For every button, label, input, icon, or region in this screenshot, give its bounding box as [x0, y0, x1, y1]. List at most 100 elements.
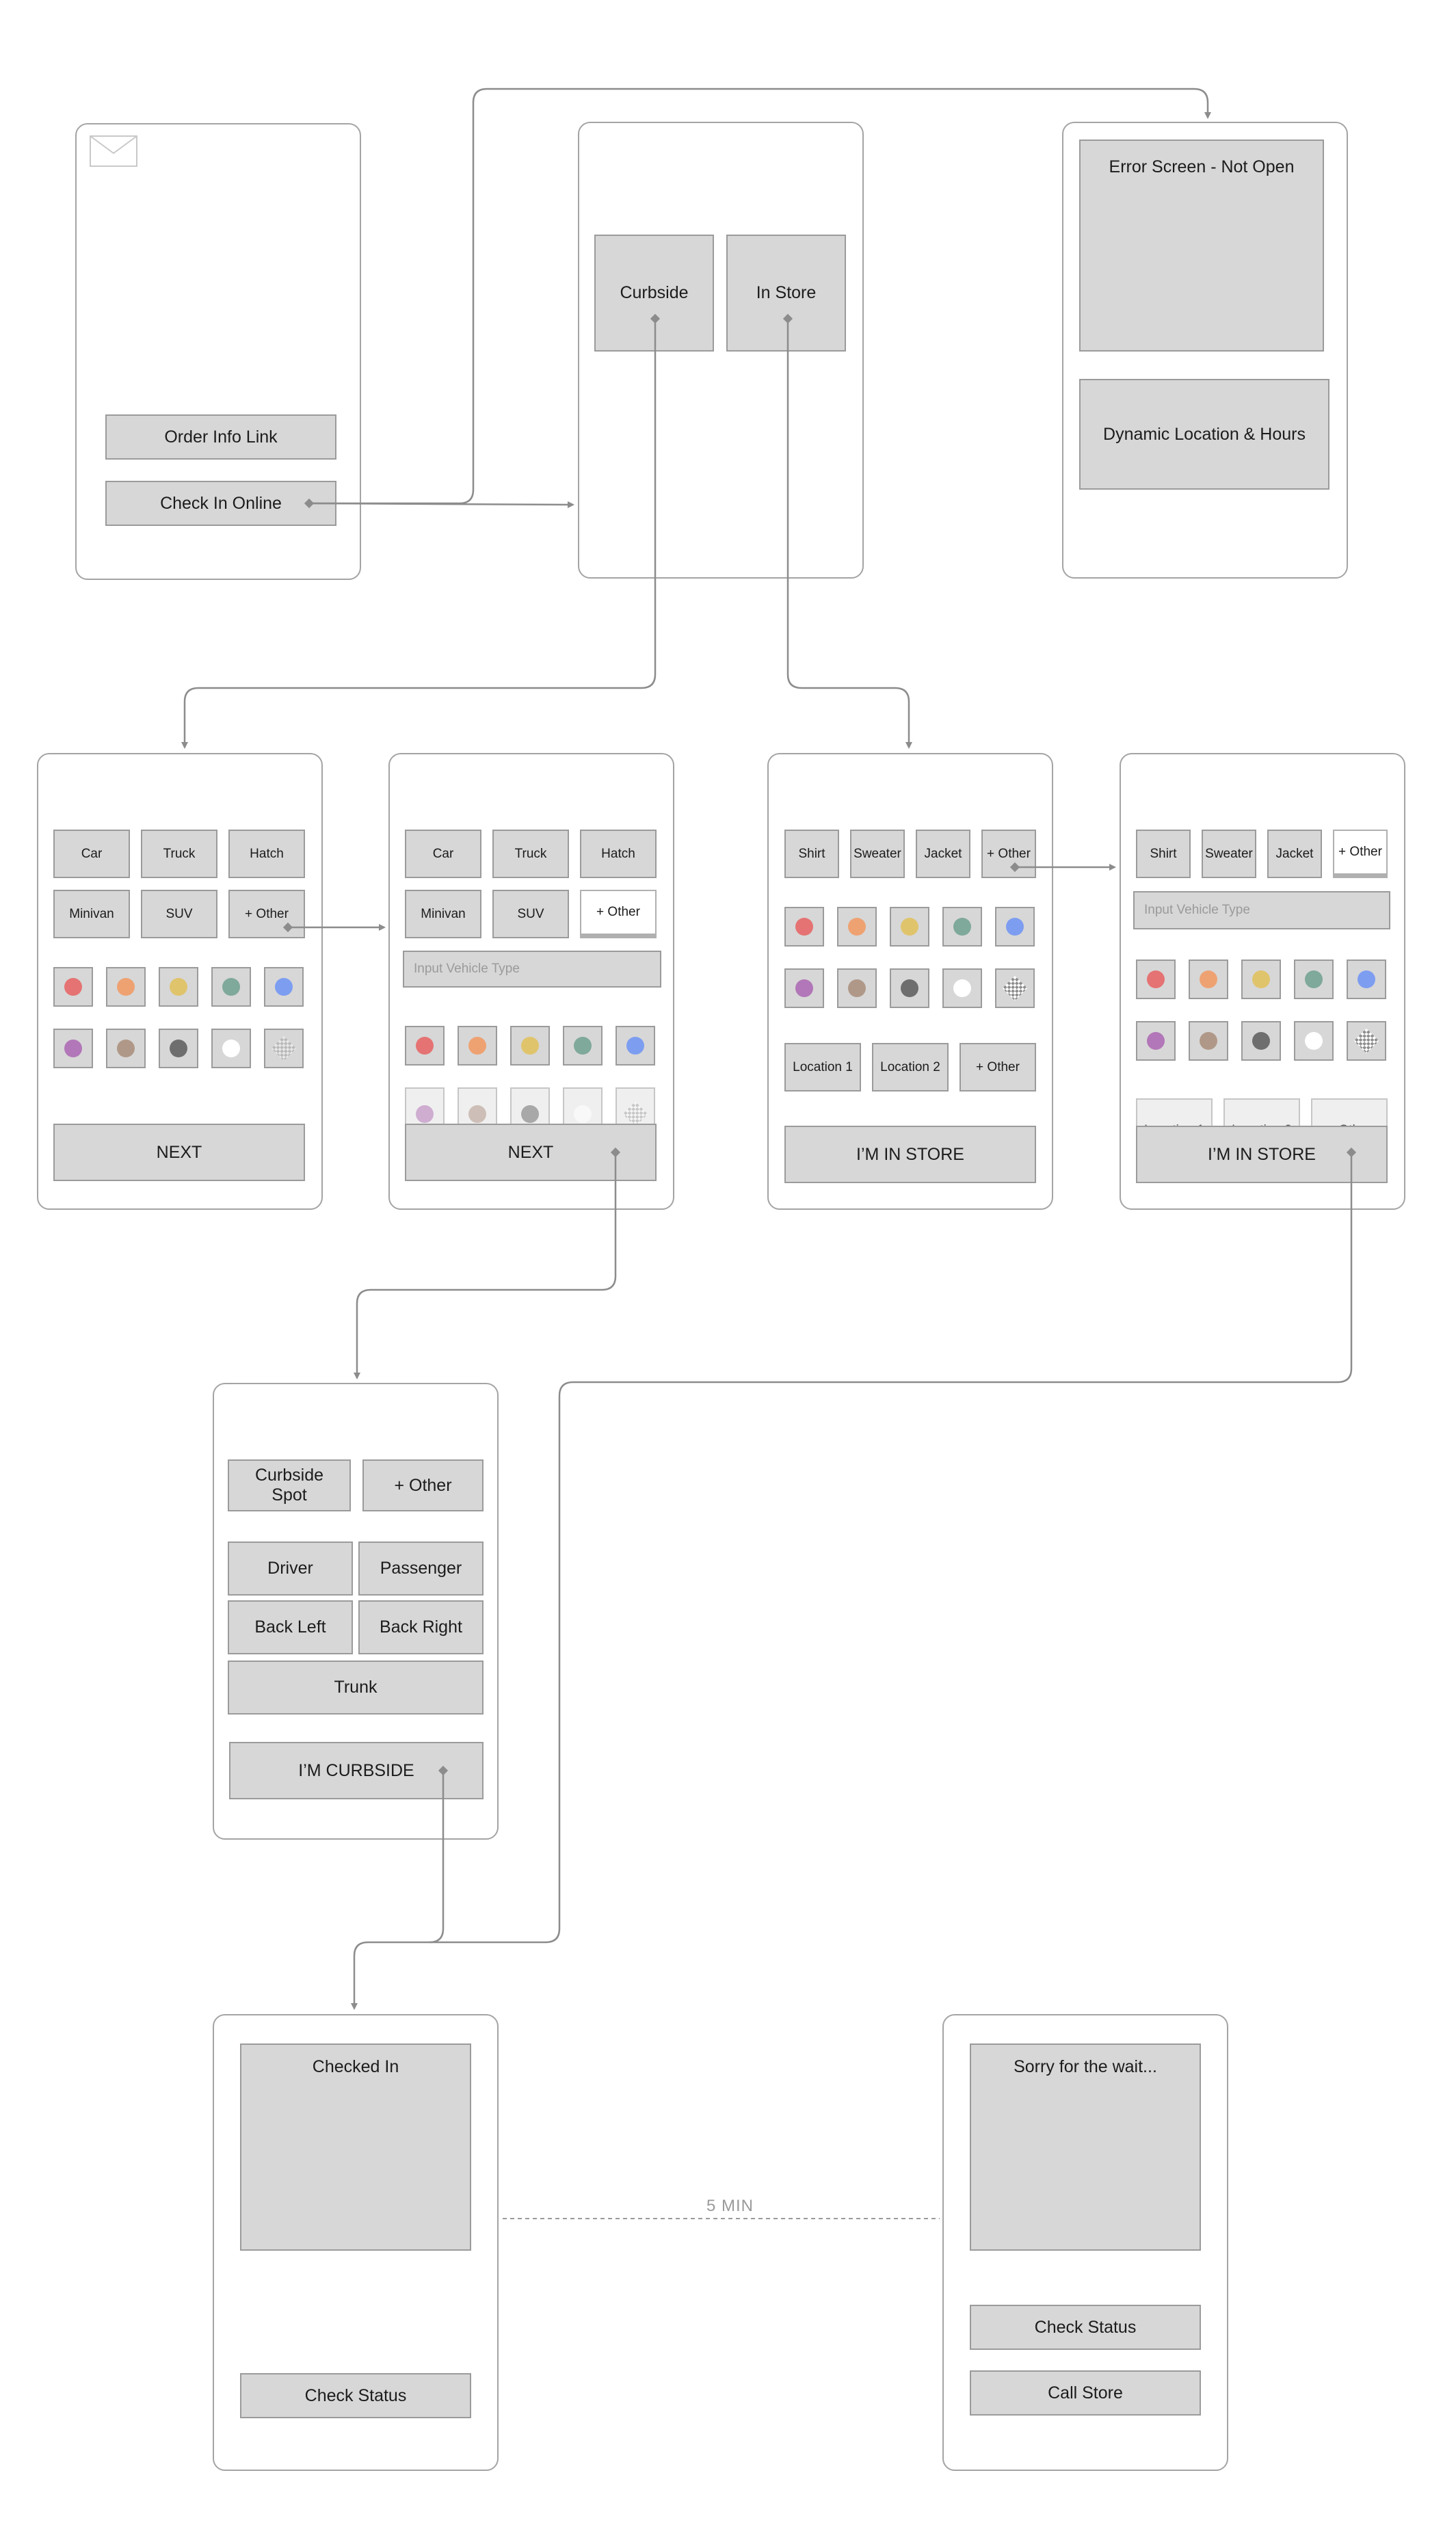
location-other-button[interactable]: + Other [959, 1043, 1036, 1091]
color-dot-blue [1006, 918, 1024, 936]
vehicle-minivan-button[interactable]: Minivan [405, 890, 481, 938]
color-swatch-yellow[interactable] [1241, 960, 1281, 999]
curbside-other-button[interactable]: + Other [362, 1459, 484, 1511]
color-swatch-purple[interactable] [53, 1029, 93, 1068]
vehicle-car-button[interactable]: Car [53, 830, 130, 878]
color-swatch-red[interactable] [53, 967, 93, 1007]
color-swatch-orange[interactable] [1189, 960, 1228, 999]
item-other-button[interactable]: + Other [981, 830, 1036, 878]
color-swatch-purple[interactable] [784, 968, 824, 1008]
order-info-link-button[interactable]: Order Info Link [105, 414, 336, 460]
im-curbside-button[interactable]: I’M CURBSIDE [229, 1742, 484, 1799]
color-swatch-teal[interactable] [942, 907, 982, 947]
item-jacket-button[interactable]: Jacket [1267, 830, 1322, 878]
item-shirt-button[interactable]: Shirt [1136, 830, 1191, 878]
im-in-store-button[interactable]: I’M IN STORE [1136, 1126, 1388, 1183]
vehicle-truck-button[interactable]: Truck [141, 830, 217, 878]
connector-curbside-to-vehicle [181, 319, 657, 749]
item-shirt-button[interactable]: Shirt [784, 830, 839, 878]
vehicle-car-button[interactable]: Car [405, 830, 481, 878]
vehicle-truck-button[interactable]: Truck [492, 830, 569, 878]
back-left-button[interactable]: Back Left [228, 1600, 353, 1654]
trunk-button[interactable]: Trunk [228, 1661, 484, 1715]
color-swatch-red[interactable] [784, 907, 824, 947]
color-dot-purple [795, 979, 813, 997]
color-swatch-pattern[interactable] [616, 1087, 655, 1127]
vehicle-suv-button[interactable]: SUV [141, 890, 217, 938]
color-dot-white [1305, 1032, 1323, 1050]
color-dot-red [416, 1037, 434, 1055]
passenger-button[interactable]: Passenger [358, 1542, 484, 1596]
color-dot-red [795, 918, 813, 936]
color-swatch-gray[interactable] [159, 1029, 198, 1068]
color-dot-yellow [170, 978, 187, 996]
color-swatch-blue[interactable] [264, 967, 304, 1007]
color-swatch-blue[interactable] [995, 907, 1035, 947]
location-1-button[interactable]: Location 1 [784, 1043, 861, 1091]
item-jacket-button[interactable]: Jacket [916, 830, 970, 878]
vehicle-other-button[interactable]: + Other [228, 890, 305, 938]
curbside-button[interactable]: Curbside [594, 235, 714, 352]
color-swatch-pattern[interactable] [1347, 1021, 1386, 1061]
vehicle-suv-button[interactable]: SUV [492, 890, 569, 938]
color-swatch-purple[interactable] [1136, 1021, 1176, 1061]
color-swatch-white[interactable] [1294, 1021, 1334, 1061]
color-dot-purple [64, 1040, 82, 1057]
color-dot-purple [1147, 1032, 1165, 1050]
check-status-button[interactable]: Check Status [240, 2373, 471, 2418]
color-dot-tan [117, 1040, 135, 1057]
color-swatch-red[interactable] [405, 1026, 445, 1066]
back-right-button[interactable]: Back Right [358, 1600, 484, 1654]
color-swatch-yellow[interactable] [890, 907, 929, 947]
color-swatch-pattern[interactable] [264, 1029, 304, 1068]
location-2-button[interactable]: Location 2 [872, 1043, 949, 1091]
color-dot-orange [848, 918, 866, 936]
checked-in-panel: Checked In [240, 2043, 471, 2251]
color-swatch-gray[interactable] [1241, 1021, 1281, 1061]
connector-instore-to-instore [786, 319, 912, 749]
next-button[interactable]: NEXT [53, 1124, 305, 1181]
item-sweater-button[interactable]: Sweater [850, 830, 905, 878]
color-swatch-white[interactable] [211, 1029, 251, 1068]
color-swatch-orange[interactable] [106, 967, 146, 1007]
color-swatch-orange[interactable] [458, 1026, 497, 1066]
color-swatch-gray[interactable] [890, 968, 929, 1008]
color-swatch-tan[interactable] [1189, 1021, 1228, 1061]
color-swatch-red[interactable] [1136, 960, 1176, 999]
vehicle-type-input[interactable]: Input Vehicle Type [403, 951, 661, 988]
in-store-button[interactable]: In Store [726, 235, 846, 352]
call-store-button[interactable]: Call Store [970, 2370, 1201, 2416]
color-swatch-yellow[interactable] [159, 967, 198, 1007]
color-swatch-blue[interactable] [616, 1026, 655, 1066]
im-in-store-button[interactable]: I’M IN STORE [784, 1126, 1036, 1183]
color-swatch-white[interactable] [563, 1087, 603, 1127]
color-swatch-blue[interactable] [1347, 960, 1386, 999]
color-dot-tan [1200, 1032, 1217, 1050]
vehicle-type-input[interactable]: Input Vehicle Type [1133, 891, 1390, 929]
curbside-spot-button[interactable]: Curbside Spot [228, 1459, 351, 1511]
color-swatch-teal[interactable] [1294, 960, 1334, 999]
color-swatch-white[interactable] [942, 968, 982, 1008]
color-swatch-gray[interactable] [510, 1087, 550, 1127]
color-dot-teal [222, 978, 240, 996]
item-sweater-button[interactable]: Sweater [1202, 830, 1256, 878]
vehicle-minivan-button[interactable]: Minivan [53, 890, 130, 938]
vehicle-hatch-button[interactable]: Hatch [228, 830, 305, 878]
check-status-button[interactable]: Check Status [970, 2305, 1201, 2350]
color-swatch-teal[interactable] [211, 967, 251, 1007]
color-swatch-yellow[interactable] [510, 1026, 550, 1066]
color-swatch-tan[interactable] [458, 1087, 497, 1127]
check-in-online-button[interactable]: Check In Online [105, 481, 336, 526]
color-dot-orange [468, 1037, 486, 1055]
color-swatch-pattern[interactable] [995, 968, 1035, 1008]
color-swatch-tan[interactable] [837, 968, 877, 1008]
color-swatch-orange[interactable] [837, 907, 877, 947]
vehicle-hatch-button[interactable]: Hatch [580, 830, 657, 878]
item-other-button-selected[interactable]: + Other [1333, 830, 1388, 878]
color-dot-red [1147, 970, 1165, 988]
driver-button[interactable]: Driver [228, 1542, 353, 1596]
color-swatch-teal[interactable] [563, 1026, 603, 1066]
color-swatch-tan[interactable] [106, 1029, 146, 1068]
color-dot-gray [901, 979, 918, 997]
vehicle-other-button-selected[interactable]: + Other [580, 890, 657, 938]
